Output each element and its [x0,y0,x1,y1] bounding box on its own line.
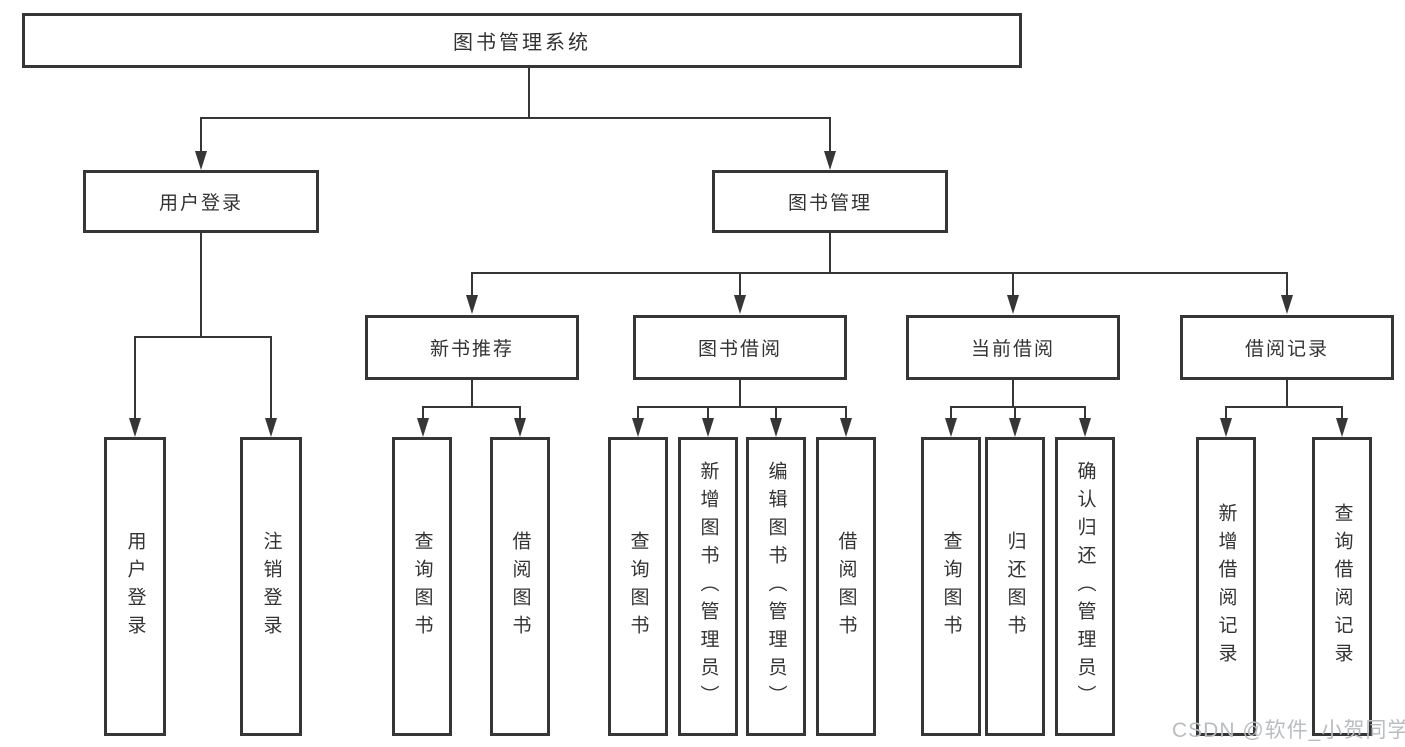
node-borrow-records: 借阅记录 [1180,315,1394,380]
csdn-watermark: CSDN @软件_小贺同学 [1172,719,1405,742]
connector-stem-leaf [707,406,709,421]
arrow-down-icon [1220,418,1232,437]
node-current-borrow-label: 当前借阅 [970,339,1055,360]
leaf-add-borrow-record: 新增借阅记录 [1196,437,1256,736]
arrow-down-icon [840,418,852,437]
arrow-down-icon [1007,295,1019,314]
node-current-borrow: 当前借阅 [906,315,1120,380]
connector-stem-leaf [845,406,847,421]
connector-stem-leaf [1084,406,1086,421]
arrow-down-icon [265,418,277,437]
connector-root-stub [528,68,530,119]
connector-stem-leaf [1341,406,1343,421]
node-root-label: 图书管理系统 [453,32,591,54]
connector-l3-stub [1286,380,1288,408]
connector-newbook-bar [422,406,521,408]
arrow-down-icon [632,418,644,437]
leaf-confirm-return-admin: 确认归还（管理员） [1055,437,1115,736]
connector-stem-l3 [739,272,741,297]
node-book-management: 图书管理 [712,170,948,233]
leaf-return-book: 归还图书 [985,437,1045,736]
connector-stem-leaf [950,406,952,421]
leaf-query-book-current: 查询图书 [921,437,981,736]
node-borrow-records-label: 借阅记录 [1244,339,1329,360]
leaf-borrow-book-recommend: 借阅图书 [490,437,550,736]
arrow-down-icon [417,418,429,437]
arrow-down-icon [129,418,141,437]
node-book-borrow-label: 图书借阅 [697,339,782,360]
connector-stem-leaf [637,406,639,421]
connector-root-bar [200,117,831,119]
arrow-down-icon [1336,418,1348,437]
arrow-down-icon [514,418,526,437]
arrow-down-icon [1281,295,1293,314]
node-user-login: 用户登录 [83,170,319,233]
leaf-logout: 注销登录 [240,437,302,736]
connector-stem-leaf [1225,406,1227,421]
connector-stem-user-login [200,117,202,153]
arrow-down-icon [734,295,746,314]
arrow-down-icon [702,418,714,437]
connector-stem-l3 [1012,272,1014,297]
connector-stem-leaf [422,406,424,421]
arrow-down-icon [195,151,207,170]
arrow-down-icon [1079,418,1091,437]
leaf-borrow-book: 借阅图书 [816,437,876,736]
node-new-book-recommend-label: 新书推荐 [429,339,514,360]
arrow-down-icon [945,418,957,437]
connector-stem-leaf [134,336,136,420]
connector-user-stub [200,233,202,338]
connector-stem-leaf [775,406,777,421]
leaf-query-borrow-record: 查询借阅记录 [1312,437,1372,736]
connector-l3-stub [739,380,741,408]
connector-user-bar [134,336,272,338]
connector-current-bar [950,406,1086,408]
arrow-down-icon [1009,418,1021,437]
node-new-book-recommend: 新书推荐 [365,315,579,380]
leaf-add-book-admin: 新增图书（管理员） [678,437,738,736]
arrow-down-icon [466,295,478,314]
connector-mgmt-bar [471,272,1288,274]
connector-stem-leaf [1014,406,1016,421]
leaf-query-book-borrow: 查询图书 [608,437,668,736]
arrow-down-icon [770,418,782,437]
node-book-borrow: 图书借阅 [633,315,847,380]
leaf-user-login: 用户登录 [104,437,166,736]
node-book-management-label: 图书管理 [787,193,872,214]
connector-l3-stub [1012,380,1014,408]
connector-stem-l3 [471,272,473,297]
connector-stem-leaf [270,336,272,420]
node-user-login-label: 用户登录 [158,193,243,214]
connector-l3-stub [471,380,473,408]
connector-borrow-bar [637,406,847,408]
arrow-down-icon [824,151,836,170]
node-root: 图书管理系统 [22,13,1022,68]
leaf-edit-book-admin: 编辑图书（管理员） [746,437,806,736]
leaf-query-book-recommend: 查询图书 [392,437,452,736]
connector-stem-l3 [1286,272,1288,297]
connector-stem-leaf [519,406,521,421]
connector-mgmt-stub [829,233,831,274]
connector-stem-book-management [829,117,831,153]
connector-records-bar [1225,406,1342,408]
